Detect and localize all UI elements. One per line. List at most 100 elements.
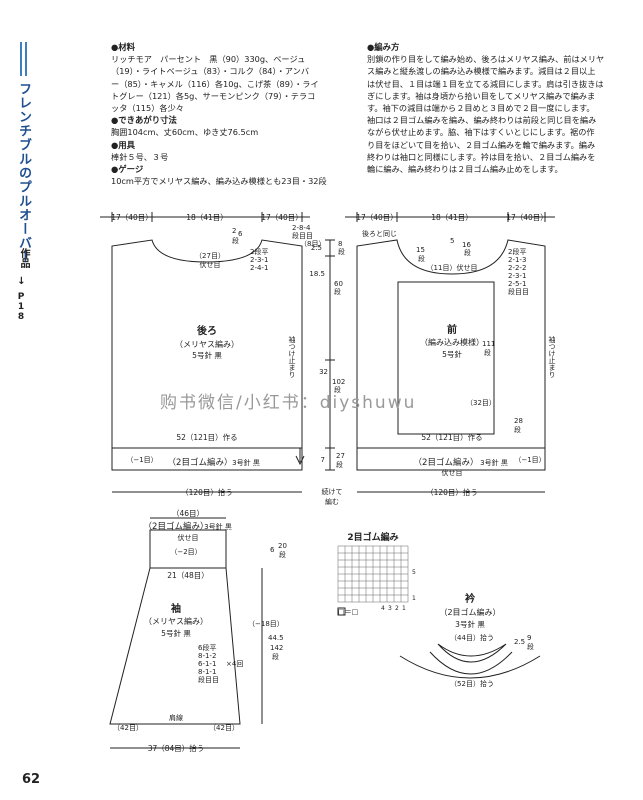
back-width: 52（121目）作る <box>176 432 237 442</box>
front-neck-dec: 2段平 <box>508 247 526 256</box>
front-title: 前 <box>447 323 457 336</box>
size-heading: ●できあがり寸法 <box>111 115 177 126</box>
rib-chart-grid <box>337 545 409 603</box>
front-dim-center: 18（41目） <box>431 213 473 222</box>
rib-chart-row: 1 <box>412 595 416 602</box>
method-line: 袖口は２目ゴム編みを編み、編み終わりは前段と同じ目を編み <box>367 115 597 126</box>
sleeve-bottom-side: （42目） <box>113 724 143 732</box>
front-dec: （−1目） <box>514 456 545 464</box>
sleeve-incdec: 段目目 <box>198 675 219 684</box>
dim-8-unit: 段 <box>338 247 345 256</box>
front-outline <box>356 239 546 449</box>
method-line: 別鎖の作り目をして編み始め、後ろはメリヤス編み、前はメリヤ <box>367 54 605 65</box>
back-top-dim <box>100 212 310 222</box>
ref-arrow: ↓ <box>16 276 27 287</box>
front-neck-dec: 2-1-3 <box>508 256 526 264</box>
front-dim-right: 17（40目） <box>506 213 548 222</box>
back-shoulder-side: 段目目 <box>292 231 313 240</box>
front-rib: （2目ゴム編み） <box>414 457 479 468</box>
collar-needle: 3号針 黒 <box>455 619 485 629</box>
front-rows-28-unit: 段 <box>514 425 521 434</box>
front-neck-b: 15 <box>416 246 425 254</box>
front-needle: 5号針 <box>442 349 462 359</box>
materials-block: ●材料 リッチモア パーセント 黒（90）330g、ベージュ （19）・ライトベ… <box>111 41 351 187</box>
sleeve-pickup: 37（84目）拾う <box>148 743 205 753</box>
dim-102: 102 <box>332 378 345 386</box>
sleeve-rib-needle: 3号針 黒 <box>204 522 232 531</box>
accent-bar-1 <box>20 42 22 76</box>
sleeve-width: 21（48目） <box>167 571 209 580</box>
front-width: 52（121目）作る <box>421 432 482 442</box>
front-neck-a: 段 <box>464 248 471 257</box>
ref-label: 作品 <box>18 248 29 268</box>
size-text: 胸囲104cm、丈60cm、ゆき丈76.5cm <box>111 127 259 138</box>
method-heading: ●編み方 <box>367 42 400 52</box>
materials-line: ッタ（115）各少々 <box>111 103 184 114</box>
back-outline <box>111 239 303 449</box>
back-neck-unit: 段 <box>232 236 239 245</box>
accent-bar-2 <box>25 42 27 76</box>
back-shoulder-dec: 2-3-1 <box>250 256 268 264</box>
materials-heading: ●材料 <box>111 42 136 52</box>
dim-32: 32 <box>319 368 328 376</box>
dim-27: 27 <box>336 452 345 460</box>
watermark: 购书微信/小红书：diyshuwu <box>160 393 417 413</box>
dim-18-5: 18.5 <box>309 270 325 278</box>
back-needle: 5号針 黒 <box>192 350 222 360</box>
method-block: ●編み方 別鎖の作り目をして編み始め、後ろはメリヤス編み、前はメリヤ ス編みと縦… <box>367 41 637 175</box>
front-stitch: （編み込み模様） <box>420 337 484 347</box>
collar-depth: 2.5 <box>514 638 525 646</box>
front-rib <box>356 448 546 471</box>
front-width-note: （32目） <box>466 399 496 407</box>
sleeve-len: 段 <box>272 652 279 661</box>
gauge-text: 10cm平方でメリヤス編み、編み込み模様とも23目・32段 <box>111 176 327 187</box>
method-line: 終わりは袖口と同様にします。衿は目を拾い、２目ゴム編みを <box>367 151 596 162</box>
continue-label-2: 編む <box>325 497 339 506</box>
back-rib-needle: 3号針 黒 <box>232 458 260 467</box>
rib-chart-title: 2目ゴム編み <box>347 531 398 543</box>
back-shoulder-dec: 2段平 <box>250 247 268 256</box>
back-side-label: 袖つけ止まり <box>288 335 296 378</box>
dim-60-unit: 段 <box>334 287 341 296</box>
front-pickup: （120目）拾う <box>426 487 478 497</box>
back-neck-num: 6 <box>238 230 243 238</box>
sleeve-minus18: （−18目） <box>248 620 284 628</box>
materials-line: （19）・ライトベージュ（83）・コルク（84）・アンバ <box>111 66 310 77</box>
front-rows-28: 28 <box>514 417 523 425</box>
materials-line: リッチモア パーセント 黒（90）330g、ベージュ <box>111 54 306 65</box>
method-line: す。袖下の減目は端から２目めと３目めで２目一度にします。 <box>367 103 595 114</box>
front-neck-a: 5 <box>450 237 454 245</box>
collar-outer <box>399 655 541 679</box>
sleeve-cuff-rows: 6 <box>270 546 275 554</box>
sleeve-cuff-rows: 段 <box>279 550 286 559</box>
collar-pickup-bottom: （52目）拾う <box>450 679 494 688</box>
rib-chart-col: 4 <box>381 605 385 612</box>
collar-depth: 段 <box>527 642 534 651</box>
collar-depth: 9 <box>527 634 531 642</box>
ref-page: P18 <box>16 292 26 322</box>
rib-chart-col: 3 <box>388 605 392 612</box>
collar-band <box>429 643 513 675</box>
sleeve-incdec: 6-1-1 <box>198 660 216 668</box>
back-dec: （−1目） <box>126 456 157 464</box>
page-number: 62 <box>22 772 41 787</box>
rib-chart-col: 1 <box>402 605 406 612</box>
dim-7: 7 <box>321 456 325 464</box>
front-top-dim <box>345 212 555 222</box>
sleeve-incdec: 8-1-1 <box>198 668 216 676</box>
front-neck-a: 16 <box>462 241 471 249</box>
back-dim-right: 17（40目） <box>261 213 303 222</box>
dim-8: 8 <box>338 240 342 248</box>
front-same-label: 後ろと同じ <box>362 229 397 238</box>
method-line: ス編みと縦糸渡しの編み込み模様で編みます。減目は２目以上 <box>367 66 596 77</box>
front-neck-dec: 段目目 <box>508 287 529 296</box>
page-title: フレンチブルのプルオーバー <box>16 82 31 264</box>
sleeve-cuff <box>149 529 227 569</box>
front-side-label: 袖つけ止まり <box>548 335 556 378</box>
sleeve-top: （46目） <box>172 509 204 518</box>
back-dim-left: 17（40目） <box>111 213 153 222</box>
front-neck-dec: 2-3-1 <box>508 272 526 280</box>
back-pickup: （120目）拾う <box>181 487 233 497</box>
dim-27-unit: 段 <box>336 460 343 469</box>
